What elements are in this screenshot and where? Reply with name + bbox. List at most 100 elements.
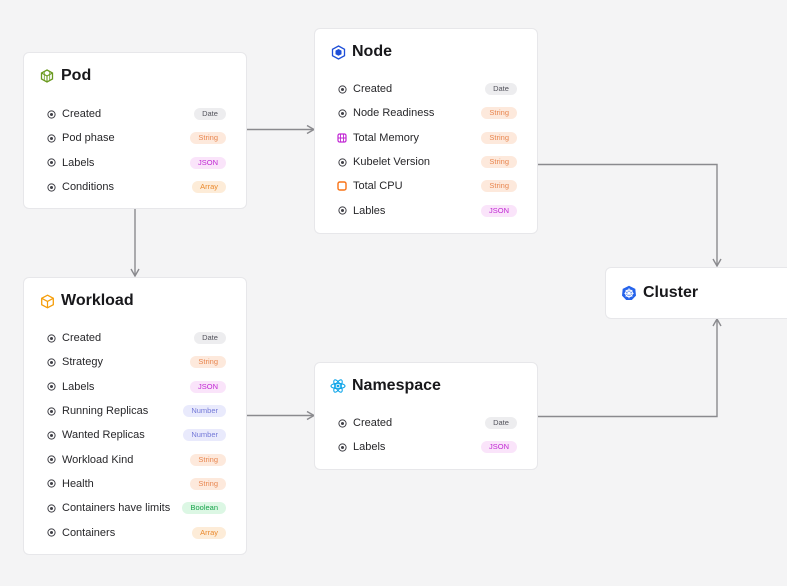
target-icon bbox=[46, 430, 56, 440]
field-left: Kubelet Version bbox=[337, 156, 430, 168]
type-badge: JSON bbox=[189, 156, 226, 169]
target-icon bbox=[46, 503, 56, 513]
field-label: Total Memory bbox=[353, 131, 420, 144]
memory-icon bbox=[337, 133, 347, 143]
field-left: Created bbox=[46, 332, 101, 344]
arrow-namespace-to-cluster bbox=[538, 317, 722, 418]
target-icon bbox=[337, 418, 347, 428]
field-left: Created bbox=[337, 83, 392, 95]
pod-card-header: Pod bbox=[39, 67, 91, 85]
workload-card-title: Workload bbox=[61, 292, 134, 309]
field-label: Created bbox=[62, 332, 102, 345]
cluster-card-title: Cluster bbox=[643, 284, 699, 301]
field-left: Labels bbox=[46, 381, 94, 393]
type-badge: String bbox=[190, 132, 226, 145]
field-left: Node Readiness bbox=[337, 107, 434, 119]
field-left: Health bbox=[46, 478, 94, 490]
type-badge: String bbox=[481, 156, 517, 169]
field-left: Running Replicas bbox=[46, 405, 148, 417]
field-left: Conditions bbox=[46, 181, 114, 193]
type-badge: String bbox=[190, 356, 226, 369]
target-icon bbox=[46, 455, 56, 465]
target-icon bbox=[46, 109, 56, 119]
field-row[interactable]: Total Memory String bbox=[337, 126, 517, 150]
field-label: Pod phase bbox=[62, 132, 115, 145]
field-left: Strategy bbox=[46, 356, 103, 368]
field-row[interactable]: Pod phase String bbox=[46, 126, 226, 150]
field-row[interactable]: Strategy String bbox=[46, 350, 226, 374]
target-icon bbox=[337, 108, 347, 118]
target-icon bbox=[46, 406, 56, 416]
field-row[interactable]: Labels JSON bbox=[46, 151, 226, 175]
target-icon bbox=[337, 206, 347, 216]
field-label: Kubelet Version bbox=[353, 156, 431, 169]
pod-cube-icon bbox=[39, 68, 55, 84]
field-row[interactable]: Labels JSON bbox=[337, 435, 517, 459]
target-icon bbox=[46, 133, 56, 143]
field-row[interactable]: Conditions Array bbox=[46, 175, 226, 199]
type-badge: Boolean bbox=[182, 502, 226, 515]
field-row[interactable]: Labels JSON bbox=[46, 375, 226, 399]
field-row[interactable]: Health String bbox=[46, 472, 226, 496]
workload-card-header: Workload bbox=[39, 292, 134, 310]
field-left: Pod phase bbox=[46, 132, 115, 144]
field-label: Running Replicas bbox=[62, 405, 149, 418]
field-label: Created bbox=[62, 108, 102, 121]
namespace-card-header: Namespace bbox=[330, 377, 441, 395]
field-row[interactable]: Kubelet Version String bbox=[337, 150, 517, 174]
node-cube-icon bbox=[330, 44, 346, 60]
field-left: Created bbox=[337, 417, 392, 429]
field-label: Total CPU bbox=[353, 180, 403, 193]
field-label: Strategy bbox=[62, 356, 103, 369]
field-row[interactable]: Containers have limits Boolean bbox=[46, 496, 226, 520]
target-icon bbox=[46, 528, 56, 538]
type-badge: JSON bbox=[189, 380, 226, 393]
field-label: Lables bbox=[353, 204, 386, 217]
type-badge: String bbox=[190, 477, 226, 490]
cpu-icon bbox=[337, 181, 347, 192]
field-row[interactable]: Created Date bbox=[337, 77, 517, 101]
type-badge: Array bbox=[192, 181, 226, 194]
type-badge: Date bbox=[485, 83, 517, 96]
field-left: Labels bbox=[46, 157, 94, 169]
pod-card-title: Pod bbox=[61, 67, 92, 84]
field-label: Containers have limits bbox=[62, 502, 171, 515]
field-label: Labels bbox=[353, 441, 386, 454]
target-icon bbox=[46, 158, 56, 168]
field-left: Containers bbox=[46, 527, 115, 539]
field-row[interactable]: Total CPU String bbox=[337, 174, 517, 198]
type-badge: String bbox=[481, 180, 517, 193]
arrow-node-to-cluster bbox=[538, 163, 722, 268]
field-label: Conditions bbox=[62, 181, 114, 194]
type-badge: Date bbox=[194, 332, 226, 345]
field-row[interactable]: Containers Array bbox=[46, 520, 226, 544]
field-left: Workload Kind bbox=[46, 454, 133, 466]
field-left: Containers have limits bbox=[46, 502, 170, 514]
field-row[interactable]: Created Date bbox=[46, 326, 226, 350]
kubernetes-helm-icon bbox=[621, 285, 637, 301]
type-badge: Array bbox=[192, 526, 226, 539]
cluster-card[interactable]: Cluster bbox=[605, 267, 787, 319]
type-badge: String bbox=[190, 453, 226, 466]
target-icon bbox=[46, 382, 56, 392]
field-left: Total Memory bbox=[337, 132, 419, 144]
node-card-title: Node bbox=[352, 43, 392, 60]
type-badge: JSON bbox=[480, 441, 517, 454]
target-icon bbox=[337, 157, 347, 167]
field-row[interactable]: Workload Kind String bbox=[46, 447, 226, 471]
field-label: Containers bbox=[62, 526, 116, 539]
type-badge: String bbox=[481, 131, 517, 144]
